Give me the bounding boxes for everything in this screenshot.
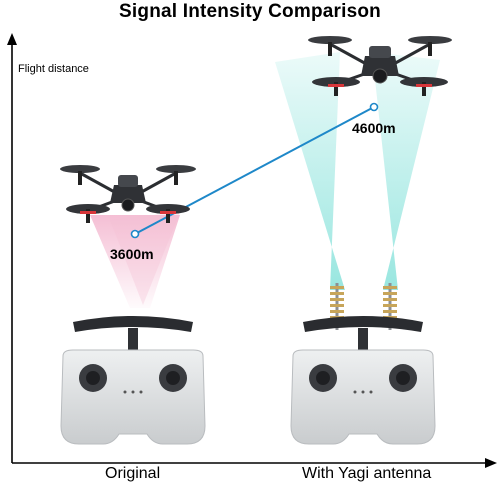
remote-controller-icon: [60, 316, 206, 445]
yagi-link-point: [369, 102, 379, 112]
yagi-distance-label: 4600m: [352, 120, 396, 136]
yagi-antenna-label: With Yagi antenna: [302, 465, 432, 482]
original-signal-beam: [90, 212, 180, 308]
fpv-drone-icon: [308, 36, 452, 96]
fpv-drone-icon: [60, 165, 196, 223]
diagram-title: Signal Intensity Comparison: [119, 1, 381, 22]
x-axis: [12, 458, 497, 468]
yagi-signal-beam: [275, 52, 440, 290]
y-axis: [7, 33, 17, 463]
remote-controller-icon: [290, 316, 436, 445]
original-link-point: [130, 229, 140, 239]
original-label: Original: [105, 465, 161, 482]
y-axis-label: Flight distance: [18, 63, 89, 75]
original-distance-label: 3600m: [110, 246, 154, 262]
